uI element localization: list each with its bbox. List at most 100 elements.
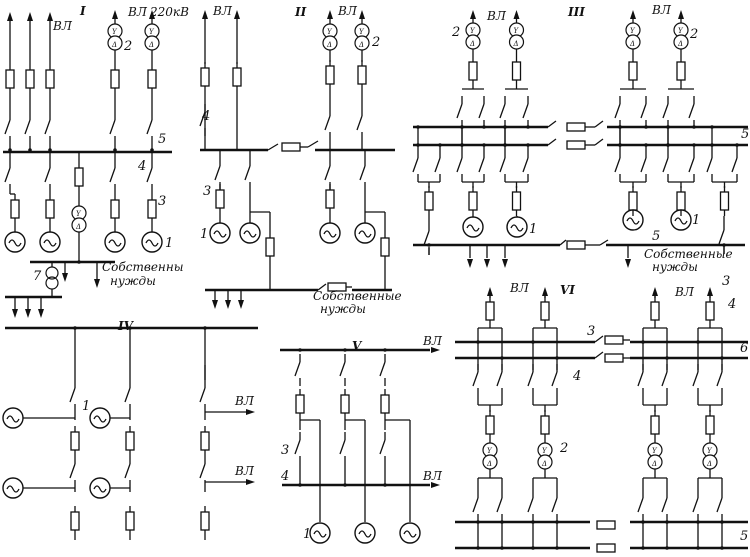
arrow-up-icon xyxy=(149,10,155,19)
arrow-up-icon xyxy=(487,287,493,296)
generator-wave xyxy=(674,217,688,225)
label-generator: 1 xyxy=(303,527,311,542)
delta-symbol: Δ xyxy=(706,460,712,468)
junction xyxy=(427,243,431,247)
label-node: 1 xyxy=(82,399,90,414)
wire xyxy=(692,497,699,513)
generator-wave xyxy=(6,485,20,493)
arrow-up-icon xyxy=(542,287,548,296)
junction xyxy=(665,356,669,360)
vl-label: ВЛ xyxy=(422,469,443,483)
label-generator: 1 xyxy=(200,227,208,242)
junction xyxy=(526,143,530,147)
label-breaker: 3 xyxy=(203,184,211,199)
junction xyxy=(531,546,535,550)
wye-symbol: Y xyxy=(470,27,476,35)
delta-symbol: Δ xyxy=(651,460,657,468)
arrow-up-icon xyxy=(678,10,684,19)
wire xyxy=(294,439,301,455)
junction xyxy=(644,125,648,129)
wire xyxy=(472,371,479,387)
label-transformer: 2 xyxy=(689,27,698,42)
wire xyxy=(527,371,534,387)
wire xyxy=(551,371,558,387)
wire xyxy=(662,103,669,119)
junction xyxy=(696,520,700,524)
junction xyxy=(383,483,387,487)
arrow-right-icon xyxy=(431,482,440,488)
wire xyxy=(69,463,76,479)
label-generator: 1 xyxy=(165,236,173,251)
delta-symbol: Δ xyxy=(677,40,683,48)
breaker-icon xyxy=(232,67,242,87)
label-reactor: 3 xyxy=(587,324,595,339)
breaker-icon xyxy=(628,191,638,211)
breaker-icon xyxy=(110,69,120,89)
generator-wave xyxy=(358,530,372,538)
aux-label: нужды xyxy=(110,274,156,288)
wire xyxy=(4,167,11,183)
wire xyxy=(661,371,668,387)
label-aux-transformer: 7 xyxy=(33,269,42,284)
breaker-icon xyxy=(125,511,135,531)
generator-wave xyxy=(145,239,159,247)
arrow-up-icon xyxy=(27,12,33,21)
breaker-icon xyxy=(468,191,478,211)
breaker-icon xyxy=(628,61,638,81)
delta-symbol: Δ xyxy=(513,40,519,48)
wire xyxy=(594,351,604,359)
wire xyxy=(637,497,644,513)
breaker-icon xyxy=(200,431,210,451)
arrow-up-icon xyxy=(470,10,476,19)
wire xyxy=(640,103,647,119)
wire xyxy=(547,120,557,128)
wire xyxy=(594,138,604,146)
breaker-icon xyxy=(485,301,495,321)
wire xyxy=(594,335,604,343)
wire xyxy=(640,157,647,173)
label-breaker: 3 xyxy=(158,194,166,209)
delta-symbol: Δ xyxy=(326,41,332,49)
wire xyxy=(412,157,419,173)
junction xyxy=(298,483,302,487)
breaker-icon xyxy=(45,69,55,89)
wire xyxy=(109,167,116,183)
label-busbar: 5 xyxy=(652,229,660,244)
label-breaker: 3 xyxy=(281,443,289,458)
breaker-icon xyxy=(200,511,210,531)
junction xyxy=(710,125,714,129)
wire xyxy=(559,239,567,246)
arrow-down-icon xyxy=(25,309,31,318)
arrow-up-icon xyxy=(234,10,240,19)
aux-label: Собственные xyxy=(644,247,733,261)
generator-wave xyxy=(323,230,337,238)
breaker-icon xyxy=(70,511,80,531)
breaker-icon xyxy=(200,67,210,87)
wire xyxy=(199,111,206,127)
wire xyxy=(522,157,529,173)
label-transformer: 2 xyxy=(371,35,380,50)
breaker-icon xyxy=(540,301,550,321)
wire xyxy=(109,119,116,135)
junction xyxy=(666,143,670,147)
breaker-icon xyxy=(340,394,350,414)
label-disconnector: 4 xyxy=(201,109,210,124)
wire xyxy=(379,361,386,377)
wire xyxy=(356,115,363,131)
wire xyxy=(688,157,695,173)
wire xyxy=(339,439,346,455)
generator-wave xyxy=(243,230,257,238)
arrow-down-icon xyxy=(625,259,631,268)
panel-label-V: V xyxy=(352,339,363,353)
junction xyxy=(720,520,724,524)
wire xyxy=(146,119,153,135)
label-busbar: 4 xyxy=(280,469,289,484)
junction xyxy=(665,546,669,550)
junction xyxy=(722,243,726,247)
label-busbar: 5 xyxy=(158,132,166,147)
delta-symbol: Δ xyxy=(148,41,154,49)
arrow-down-icon xyxy=(484,259,490,268)
reactor-icon xyxy=(596,543,616,553)
panel-label-VI: VI xyxy=(560,283,575,297)
junction xyxy=(641,546,645,550)
